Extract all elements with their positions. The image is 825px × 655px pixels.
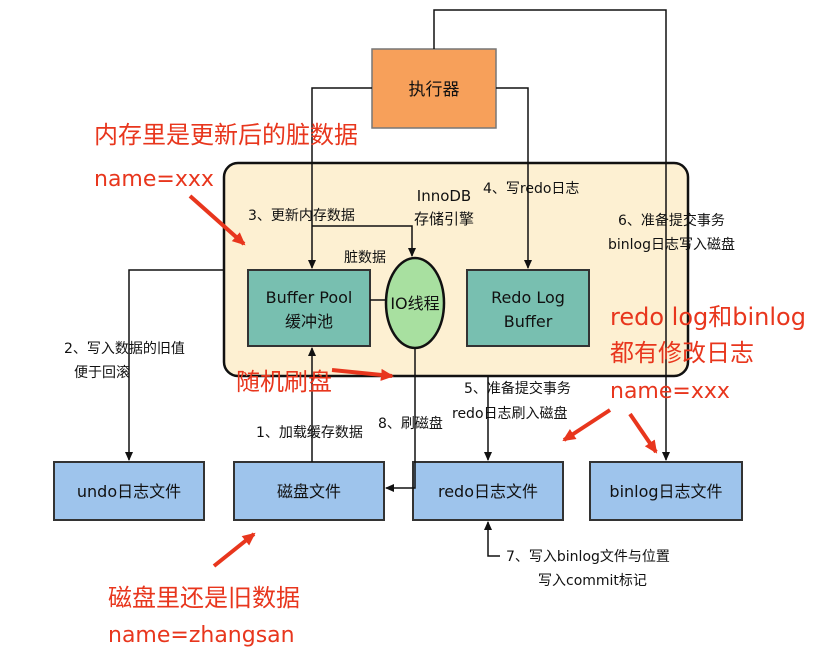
redo-log-file-label: redo日志文件 [438,482,538,501]
executor-box [371,48,497,129]
disk-file-box [233,461,385,521]
annotation-memory-value: name=xxx [94,167,214,192]
step-6-sublabel: binlog日志写入磁盘 [608,236,735,253]
storage-engine-label: 存储引擎 [414,210,474,228]
annotation-disk-arrow [212,532,256,568]
buffer-pool-sublabel: 缓冲池 [285,312,333,331]
dirty-data-label: 脏数据 [344,250,386,266]
annotation-disk-old: 磁盘里还是旧数据 [108,584,300,612]
step-4-label: 4、写redo日志 [483,181,579,197]
step-7-label: 7、写入binlog文件与位置 [506,549,670,565]
annotation-random-flush-arrow [331,368,394,381]
redo-log-buffer-sublabel: Buffer [504,312,553,331]
step-3-label: 3、更新内存数据 [248,208,355,224]
innodb-label: InnoDB [417,187,471,205]
undo-log-file-label: undo日志文件 [77,482,181,501]
annotation-memory-dirty: 内存里是更新后的脏数据 [94,121,358,149]
connector-executor-to-buffer-pool [308,87,372,269]
buffer-pool-box [247,269,371,347]
connector-engine-to-undo [125,269,224,461]
connector-to-io-thread [312,225,416,257]
annotation-logs-arrow-right [628,412,658,454]
binlog-file-box [589,461,743,521]
buffer-pool-label: Buffer Pool [266,288,353,307]
disk-file-label: 磁盘文件 [277,482,341,501]
annotation-disk-value: name=zhangsan [108,623,295,648]
binlog-file-label: binlog日志文件 [609,482,722,501]
undo-log-file-box [53,461,205,521]
annotation-logs-value: name=xxx [610,379,730,404]
redo-log-buffer-box [466,269,590,347]
step-5-sublabel: redo日志刷入磁盘 [452,405,568,422]
annotation-logs-subtitle: 都有修改日志 [610,339,754,367]
annotation-logs-title: redo log和binlog [610,303,806,331]
connector-executor-to-binlog [433,9,670,461]
connector-step7-to-redo-file [484,521,500,557]
step-8-label: 8、刷磁盘 [378,415,443,432]
io-thread-label: IO线程 [390,294,439,313]
annotation-memory-arrow [188,194,246,246]
executor-label: 执行器 [409,80,460,100]
step-1-label: 1、加载缓存数据 [256,425,363,441]
step-6-label: 6、准备提交事务 [618,212,725,229]
redo-log-buffer-label: Redo Log [491,288,565,307]
annotation-logs-arrow-left [562,408,612,442]
step-7-sublabel: 写入commit标记 [538,573,647,589]
step-2-sublabel: 便于回滚 [74,364,130,381]
connector-executor-to-redo-buffer [496,87,532,269]
redo-log-file-box [412,461,564,521]
step-5-label: 5、准备提交事务 [464,380,571,397]
connector-io-to-disk [385,348,416,492]
step-2-label: 2、写入数据的旧值 [64,341,185,357]
annotation-random-flush: 随机刷盘 [236,368,332,396]
